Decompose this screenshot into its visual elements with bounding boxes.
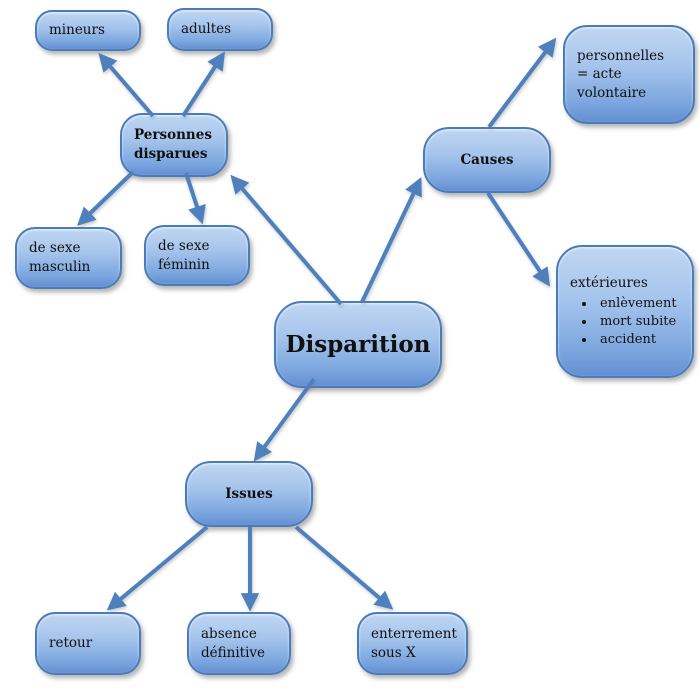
node-label: Causes (460, 151, 514, 168)
node-issues[interactable]: Issues (185, 461, 313, 527)
node-disparition[interactable]: Disparition (274, 301, 442, 388)
node-label: personnelles = acte volontaire (577, 47, 665, 101)
node-label: enterrement sous X (371, 625, 457, 661)
node-personnelles[interactable]: personnelles = acte volontaire (563, 25, 695, 124)
node-label: extérieures (570, 274, 648, 291)
node-label: retour (49, 635, 93, 652)
node-de-sexe-feminin[interactable]: de sexe féminin (144, 225, 250, 286)
bullet-item: mort subite (596, 313, 677, 331)
node-label: Personnes disparues (134, 127, 212, 162)
node-causes[interactable]: Causes (423, 127, 551, 193)
node-exterieures[interactable]: extérieures enlèvementmort subiteaccident (556, 245, 694, 378)
bullet-list: enlèvementmort subiteaccident (570, 295, 677, 349)
bullet-item: accident (596, 331, 677, 349)
node-label: absence définitive (201, 625, 266, 661)
node-retour[interactable]: retour (35, 612, 141, 675)
node-enterrement-sous-x[interactable]: enterrement sous X (357, 612, 468, 675)
node-personnes-disparues[interactable]: Personnes disparues (120, 113, 228, 177)
node-adultes[interactable]: adultes (167, 8, 273, 51)
node-de-sexe-masculin[interactable]: de sexe masculin (15, 227, 122, 289)
node-absence-definitive[interactable]: absence définitive (187, 612, 291, 675)
node-label: Issues (225, 485, 273, 502)
node-mineurs[interactable]: mineurs (35, 10, 141, 51)
node-label: de sexe féminin (158, 237, 210, 273)
node-label: adultes (181, 21, 232, 38)
node-label: de sexe masculin (29, 240, 91, 275)
node-label: mineurs (49, 22, 105, 39)
node-label: Disparition (285, 330, 431, 358)
bullet-item: enlèvement (596, 295, 677, 313)
